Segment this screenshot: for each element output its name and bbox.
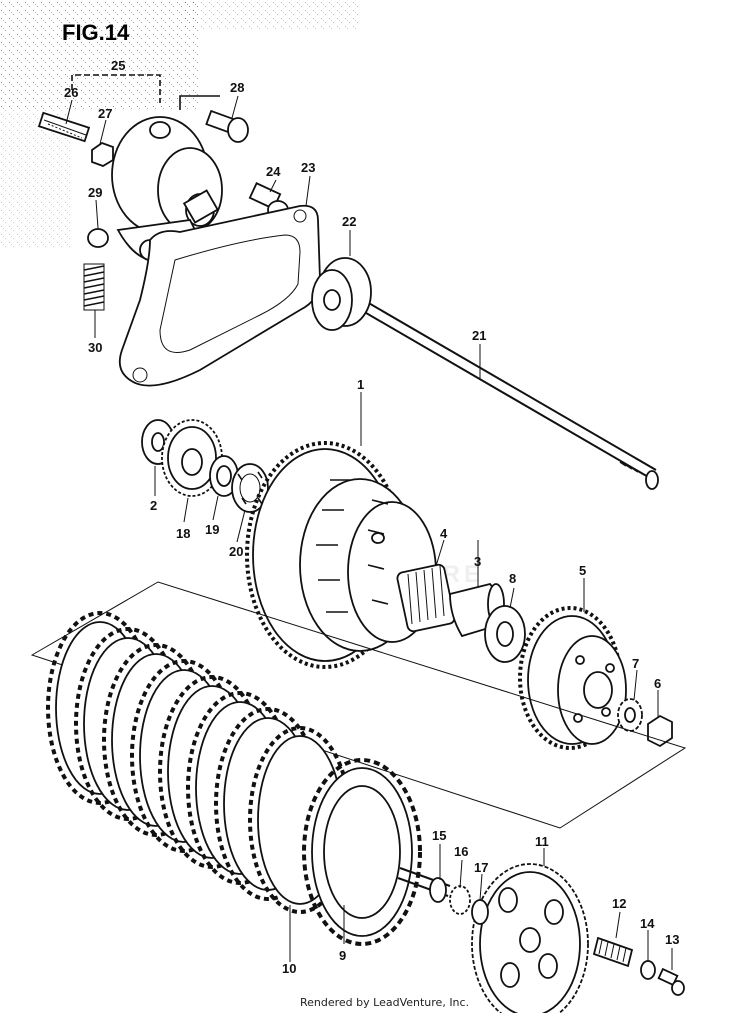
bolt-28 — [205, 109, 249, 143]
spring-12 — [592, 936, 634, 968]
callout-26: 26 — [64, 85, 78, 100]
drive-plate-9 — [302, 758, 422, 946]
callout-labels: 1 2 3 4 5 6 7 8 9 10 11 12 13 14 15 16 1… — [64, 58, 679, 976]
spacer-29 — [87, 228, 109, 248]
callout-3: 3 — [474, 554, 481, 569]
washer-14 — [640, 960, 656, 980]
callout-14: 14 — [640, 916, 655, 931]
gasket-hole — [132, 367, 148, 383]
callout-8: 8 — [509, 571, 516, 586]
callout-18: 18 — [176, 526, 190, 541]
callout-22: 22 — [342, 214, 356, 229]
callout-7: 7 — [632, 656, 639, 671]
callout-2: 2 — [150, 498, 157, 513]
callout-24: 24 — [266, 164, 281, 179]
nut-6 — [647, 714, 673, 748]
callout-21: 21 — [472, 328, 486, 343]
callout-17: 17 — [474, 860, 488, 875]
scan-noise — [0, 0, 360, 250]
plate-set-box — [30, 581, 687, 829]
needle-bearing-4 — [396, 563, 456, 633]
bracket-25b — [179, 95, 220, 110]
callout-10: 10 — [282, 961, 296, 976]
callout-15: 15 — [432, 828, 446, 843]
push-piece-15 — [397, 867, 451, 903]
washer-17 — [471, 899, 489, 925]
gasket-hole-2 — [293, 209, 307, 223]
callout-28: 28 — [230, 80, 244, 95]
callout-20: 20 — [229, 544, 243, 559]
callout-16: 16 — [454, 844, 468, 859]
needle-bearing-20 — [231, 463, 269, 513]
callout-5: 5 — [579, 563, 586, 578]
oil-seal-22 — [311, 257, 372, 331]
bearing-16 — [449, 885, 471, 915]
callout-11: 11 — [535, 834, 549, 849]
clutch-housing-1 — [245, 441, 437, 669]
gasket-23 — [118, 204, 321, 387]
lock-washer-7 — [617, 698, 643, 732]
clutch-sleeve-hub-5 — [518, 606, 627, 750]
leader-lines — [65, 95, 673, 970]
washer-8 — [484, 605, 526, 663]
spring-30 — [83, 263, 105, 311]
pressure-plate-11 — [471, 863, 589, 1013]
gear-18 — [161, 419, 223, 497]
nut-27 — [91, 141, 114, 167]
callout-4: 4 — [440, 526, 448, 541]
callout-23: 23 — [301, 160, 315, 175]
gasket-inner-outline — [159, 234, 301, 353]
callout-9: 9 — [339, 948, 346, 963]
clutch-plates-stack — [46, 611, 422, 946]
callout-13: 13 — [665, 932, 679, 947]
callout-19: 19 — [205, 522, 219, 537]
bolt-26 — [37, 111, 91, 143]
spacer-19 — [209, 455, 239, 497]
bracket-25 — [71, 74, 161, 103]
figure-title: FIG.14 — [62, 20, 130, 45]
push-rod-21 — [329, 283, 659, 490]
callout-29: 29 — [88, 185, 102, 200]
callout-30: 30 — [88, 340, 102, 355]
callout-12: 12 — [612, 896, 626, 911]
callout-27: 27 — [98, 106, 112, 121]
callout-25: 25 — [111, 58, 125, 73]
bolt-13 — [657, 967, 685, 996]
footer-credit: Rendered by LeadVenture, Inc. — [300, 996, 469, 1009]
callout-1: 1 — [357, 377, 364, 392]
callout-6: 6 — [654, 676, 661, 691]
